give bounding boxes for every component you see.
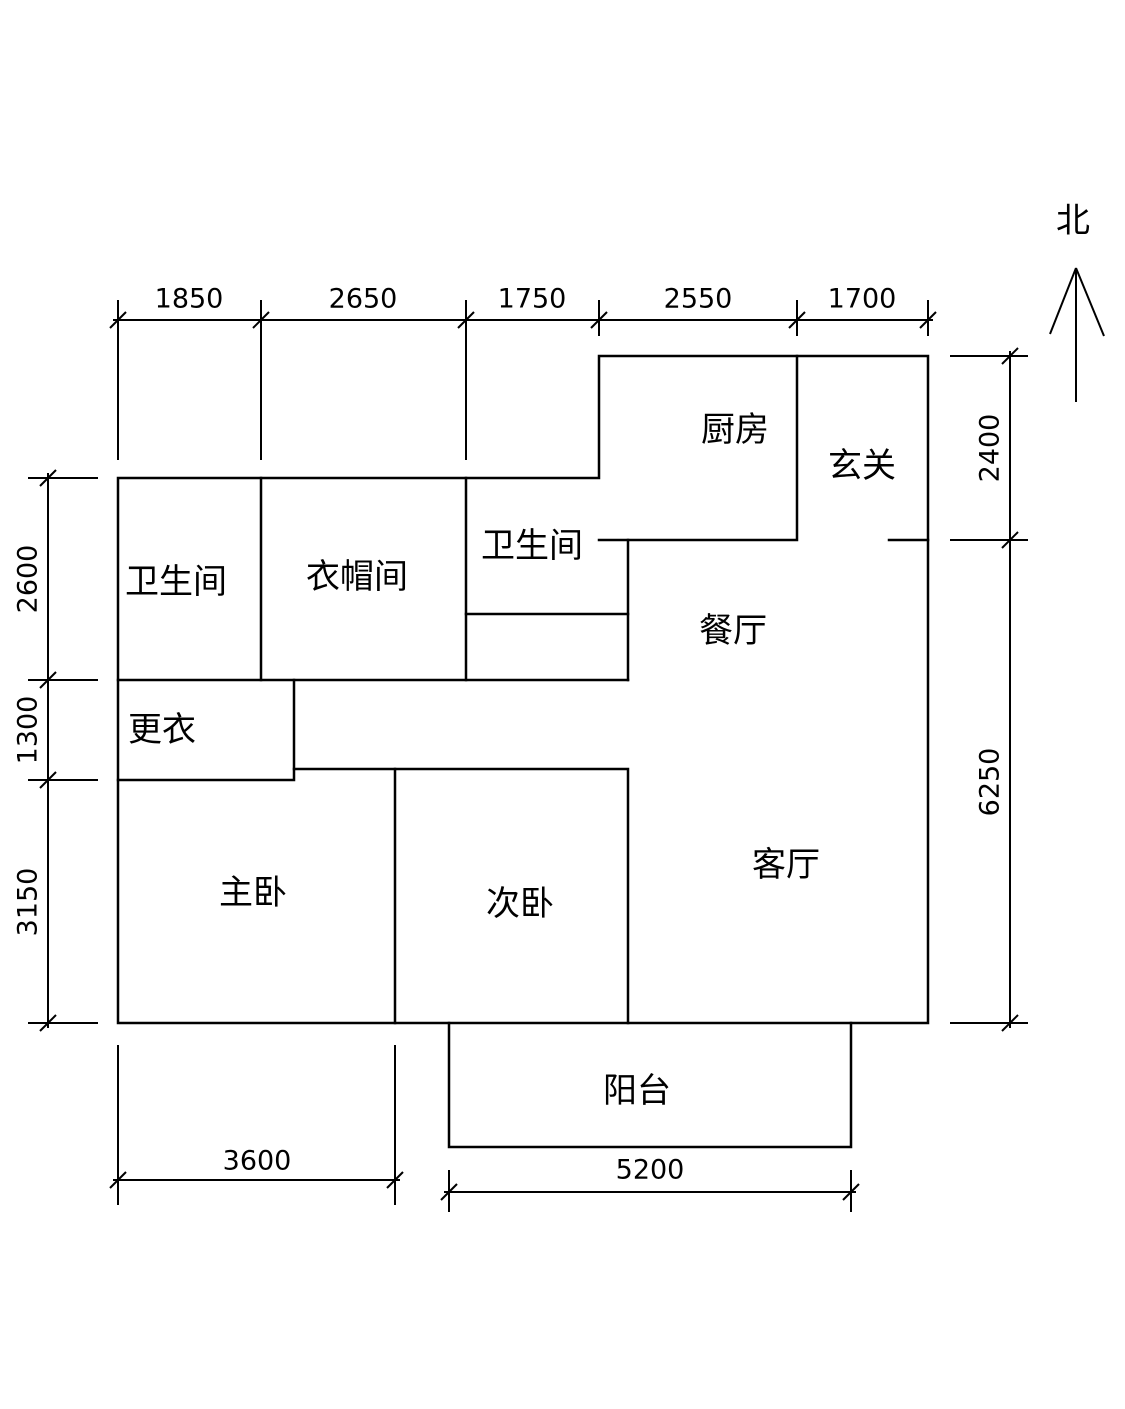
dim-left-1: 2600 [13,545,44,614]
tick [39,671,57,689]
tick [842,1183,860,1201]
dim-top-5: 1700 [828,284,897,315]
room-dressing: 更衣 [128,710,196,750]
room-second-bedroom: 次卧 [486,884,554,924]
room-labels: 卫生间 衣帽间 卫生间 厨房 玄关 餐厅 更衣 主卧 次卧 客厅 阳台 [125,410,896,1111]
room-bathroom-1: 卫生间 [125,562,227,602]
room-bathroom-2: 卫生间 [481,526,583,566]
north-arrow-right-barb [1075,267,1105,337]
dim-top-2: 2650 [329,284,398,315]
room-living: 客厅 [752,845,820,885]
tick [109,311,127,329]
tick [386,1171,404,1189]
tick [440,1183,458,1201]
dim-bottom-left: 3600 [223,1146,292,1177]
tick [457,311,475,329]
room-master-bedroom: 主卧 [219,873,287,913]
dim-left-3: 3150 [13,868,44,937]
dressing-wall [116,678,296,782]
balcony-wall [447,1021,853,1149]
outer-wall [116,354,930,1025]
tick [109,1171,127,1189]
tick [39,469,57,487]
dim-left-2: 1300 [13,696,44,765]
room-balcony: 阳台 [603,1071,671,1111]
dim-bottom-balcony: 5200 [616,1155,685,1186]
north-label: 北 [1056,201,1090,241]
walls [116,354,930,1149]
tick [1001,531,1019,549]
room-kitchen: 厨房 [701,410,769,450]
tick [590,311,608,329]
dim-top-3: 1750 [498,284,567,315]
dimension-lines [28,300,1028,1212]
dim-top-1: 1850 [155,284,224,315]
room-entrance: 玄关 [828,446,896,486]
tick [1001,1014,1019,1032]
tick [788,311,806,329]
tick [1001,347,1019,365]
dim-right-1: 2400 [975,414,1006,483]
tick [252,311,270,329]
dim-top-4: 2550 [664,284,733,315]
tick [919,311,937,329]
tick [39,771,57,789]
north-arrow-icon [1049,267,1105,402]
kitchen-wall [597,354,799,542]
tick [39,1014,57,1032]
dimension-labels: 1850 2650 1750 2550 1700 2600 1300 3150 … [13,284,1006,1186]
second-bedroom-wall [393,767,630,1025]
room-wardrobe: 衣帽间 [306,557,408,597]
north-arrow-left-barb [1049,267,1077,335]
dim-right-2: 6250 [975,748,1006,817]
room-dining: 餐厅 [699,611,767,651]
